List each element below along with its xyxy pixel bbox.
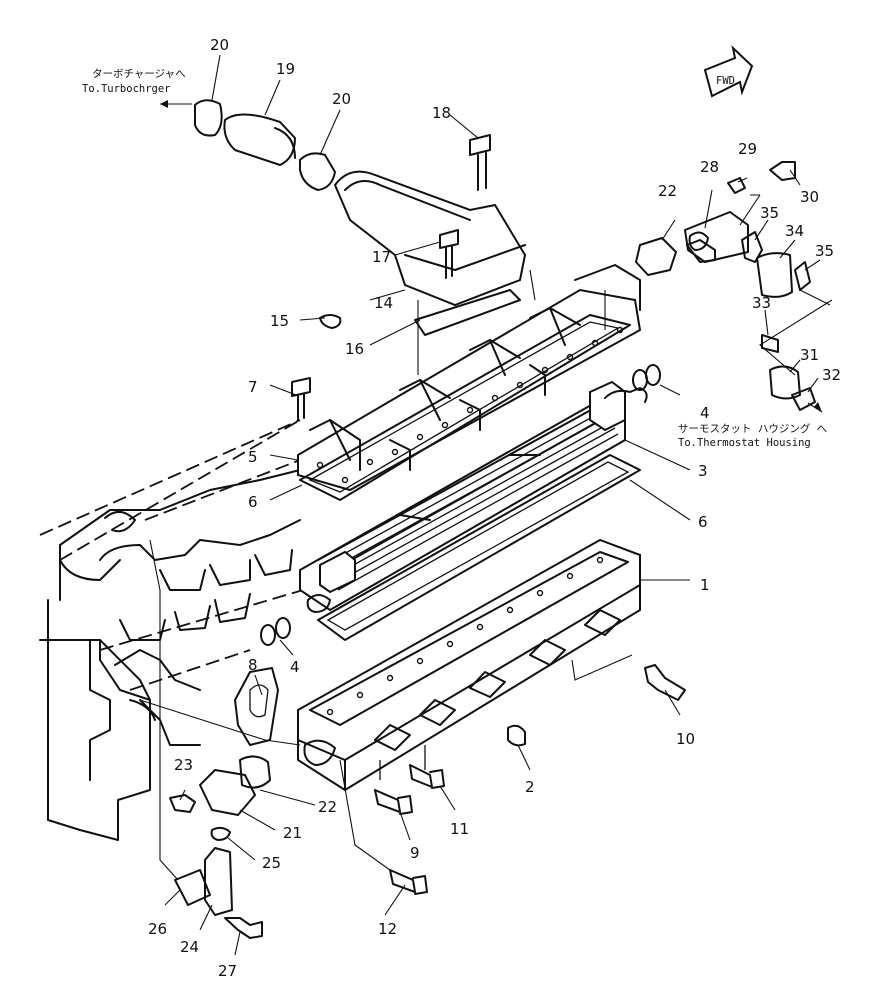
callout-20-right: 20: [332, 90, 351, 108]
callout-5: 5: [248, 448, 258, 466]
callout-16: 16: [345, 340, 364, 358]
fwd-arrow-icon: FWD: [703, 45, 754, 98]
callout-1: 1: [700, 576, 710, 594]
callout-21: 21: [283, 824, 302, 842]
callout-25: 25: [262, 854, 281, 872]
direction-arrows: [160, 100, 823, 413]
callout-24: 24: [180, 938, 199, 956]
callout-20-left: 20: [210, 36, 229, 54]
callout-31: 31: [800, 346, 819, 364]
callout-29: 29: [738, 140, 757, 158]
note-thermo-en: To.Thermostat Housing: [678, 437, 811, 449]
callout-32: 32: [822, 366, 841, 384]
engine-block: [39, 469, 341, 841]
o-rings: [260, 364, 661, 646]
leader-lines: [139, 54, 833, 956]
callout-4-top: 4: [700, 404, 710, 422]
callout-numbers: 1 2 3 4 4 5 6 6 7 8 9 10 11 12 14 15 16 …: [148, 36, 841, 980]
callout-6-left: 6: [248, 493, 258, 511]
callout-18: 18: [432, 104, 451, 122]
part-6-upper-gasket: [299, 314, 631, 501]
callout-19: 19: [276, 60, 295, 78]
callout-17: 17: [372, 248, 391, 266]
callout-15: 15: [270, 312, 289, 330]
callout-11: 11: [450, 820, 469, 838]
callout-30: 30: [800, 188, 819, 206]
callout-14: 14: [374, 294, 393, 312]
part-1-cooler-case: [297, 538, 641, 791]
bolts: [169, 134, 796, 939]
note-turbo-jp: ターボチャージャへ: [92, 68, 186, 80]
callout-33: 33: [752, 294, 771, 312]
callout-2: 2: [525, 778, 535, 796]
callout-7: 7: [248, 378, 258, 396]
callout-35-left: 35: [760, 204, 779, 222]
callout-34: 34: [785, 222, 804, 240]
part-6-lower-gasket: [317, 454, 641, 641]
callout-6-right: 6: [698, 513, 708, 531]
callout-35-right: 35: [815, 242, 834, 260]
callout-22-top: 22: [658, 182, 677, 200]
thermostat-side-parts: [635, 177, 816, 411]
water-connections: [174, 239, 716, 916]
note-thermo-jp: サーモスタット ハウジング へ: [678, 422, 827, 435]
callout-9: 9: [410, 844, 420, 862]
callout-23: 23: [174, 756, 193, 774]
callout-12: 12: [378, 920, 397, 938]
callout-22-bottom: 22: [318, 798, 337, 816]
note-turbo-en: To.Turbochrger: [82, 83, 171, 95]
intake-elbow-assembly: [194, 99, 527, 336]
callout-26: 26: [148, 920, 167, 938]
callout-10: 10: [676, 730, 695, 748]
callout-28: 28: [700, 158, 719, 176]
callout-8: 8: [248, 656, 258, 674]
callout-4-bottom: 4: [290, 658, 300, 676]
fwd-label: FWD: [716, 75, 735, 87]
callout-27: 27: [218, 962, 237, 980]
engine-contour-lines: [39, 419, 321, 691]
callout-3: 3: [698, 462, 708, 480]
